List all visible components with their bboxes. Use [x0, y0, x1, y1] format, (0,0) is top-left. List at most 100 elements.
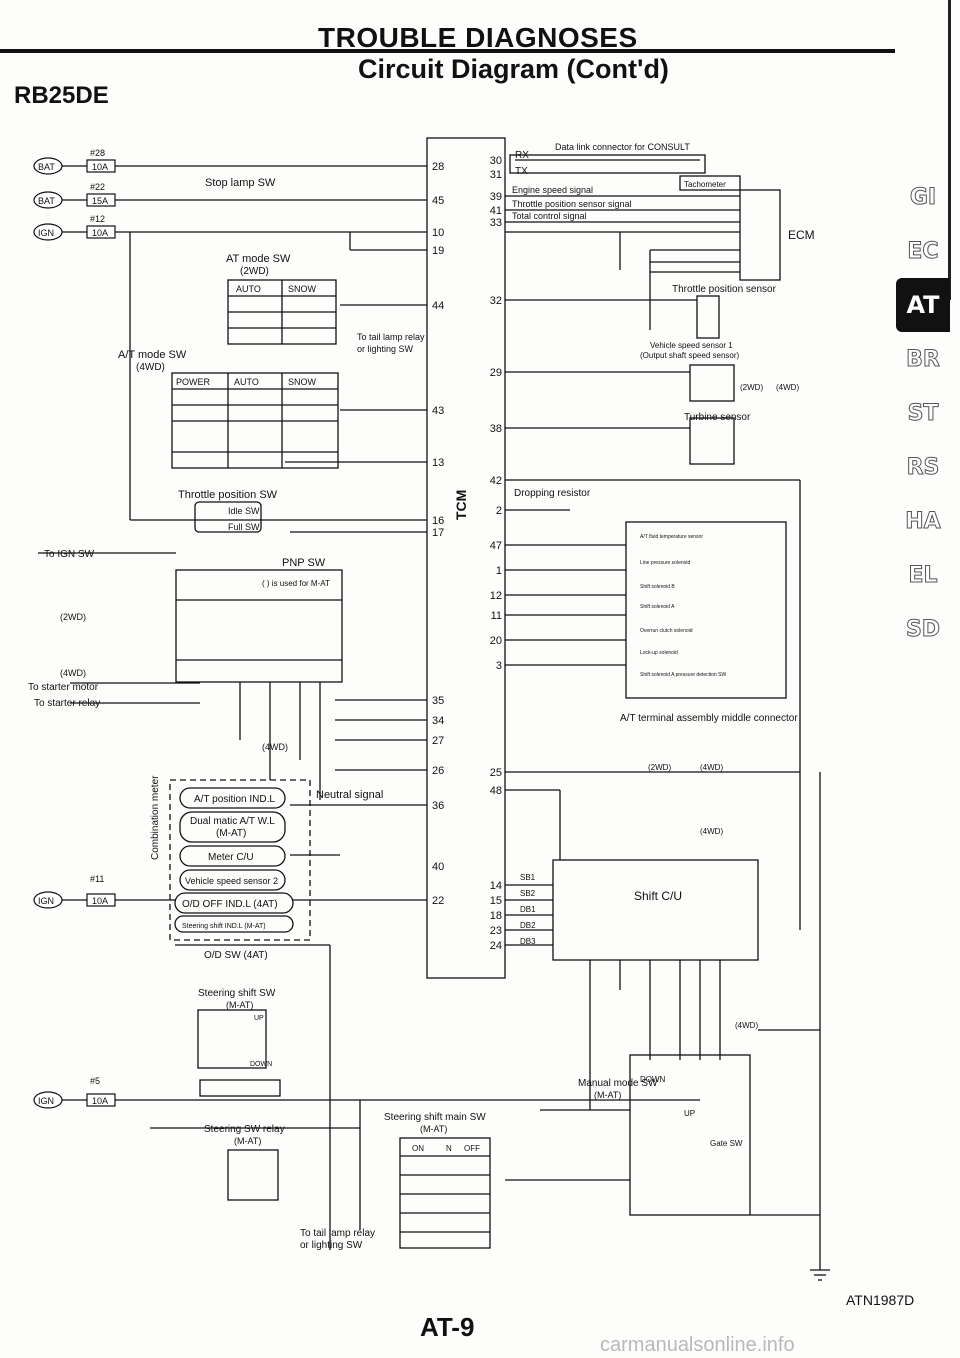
- or-lighting-label-1: or lighting SW: [357, 344, 414, 354]
- at-mode-sw-2wd-label: AT mode SW: [226, 253, 291, 265]
- terminal-2wd-label: (2WD): [648, 763, 671, 772]
- db1-label: DB1: [520, 905, 536, 914]
- ecm-label: ECM: [788, 228, 815, 242]
- down-label-manual: DOWN: [640, 1075, 666, 1084]
- terminal-assembly-label: A/T terminal assembly middle connector: [620, 713, 798, 724]
- sb2-label: SB2: [520, 889, 536, 898]
- steering-shift-sw-label: Steering shift SW: [198, 988, 276, 999]
- tcm-pins-right: 30 31 39 41 33 32 29 38 42 2 47 1 12 11 …: [490, 155, 502, 952]
- pin-right-2: 31: [490, 169, 502, 181]
- fuse12-label: #12: [90, 214, 105, 224]
- shift-sol-a-label: Shift solenoid A: [640, 604, 675, 610]
- throttle-sensor-label: Throttle position sensor: [672, 284, 777, 295]
- at-position-ind-label: A/T position IND.L: [194, 794, 275, 805]
- tab-ec[interactable]: EC: [907, 238, 939, 264]
- pin-right-15: 20: [490, 635, 502, 647]
- page-subtitle: Circuit Diagram (Cont'd): [358, 54, 669, 84]
- sb1-label: SB1: [520, 873, 536, 882]
- pin-right-21: 18: [490, 910, 502, 922]
- steering-sw-relay-label: Steering SW relay: [204, 1124, 285, 1135]
- fuse22-amp: 15A: [92, 196, 108, 206]
- tab-gi[interactable]: GI: [909, 184, 937, 210]
- pin-left-3: 10: [432, 227, 444, 239]
- pin-right-17: 25: [490, 767, 502, 779]
- tcm-label: TCM: [453, 490, 469, 520]
- fuse5-label: #5: [90, 1076, 100, 1086]
- figure-code: ATN1987D: [846, 1292, 915, 1308]
- tab-ha[interactable]: HA: [905, 508, 941, 534]
- model-label: RB25DE: [14, 82, 109, 109]
- dual-matic-label: Dual matic A/T W.L: [190, 816, 275, 827]
- pin-left-16: 22: [432, 895, 444, 907]
- down-label: DOWN: [250, 1061, 272, 1068]
- edge-rule: [948, 0, 951, 300]
- lockup-sol-label: Lock-up solenoid: [640, 650, 678, 656]
- od-sw-label: O/D SW (4AT): [204, 950, 268, 961]
- neutral-signal-label: Neutral signal: [316, 789, 383, 801]
- meter-cu-label: Meter C/U: [208, 852, 254, 863]
- shift-cu-label: Shift C/U: [634, 889, 682, 903]
- ign-label-2: IGN: [38, 896, 54, 906]
- pin-left-11: 34: [432, 715, 444, 727]
- pnp-4wd-label: (4WD): [60, 668, 86, 678]
- db3-label: DB3: [520, 937, 536, 946]
- page-number: AT-9: [420, 1312, 475, 1342]
- header-rule: [0, 49, 895, 53]
- to-starter-relay-label: To starter relay: [34, 698, 100, 709]
- pin-right-22: 23: [490, 925, 502, 937]
- steering-shift-main-sub: (M-AT): [420, 1124, 447, 1134]
- to-ign-sw-label: To IGN SW: [44, 549, 95, 560]
- power-label: POWER: [176, 377, 211, 387]
- pin-right-5: 33: [490, 217, 502, 229]
- tab-br[interactable]: BR: [906, 346, 941, 372]
- tab-rs[interactable]: RS: [906, 454, 940, 480]
- fuse11-label: #11: [90, 874, 104, 884]
- vss1-2wd-label: (2WD): [740, 383, 763, 392]
- pin-right-1: 30: [490, 155, 502, 167]
- up-label: UP: [254, 1015, 264, 1022]
- pin-right-14: 11: [491, 610, 502, 622]
- manual-mode-sw-label: Manual mode SW: [578, 1078, 658, 1089]
- section-tabs: GI EC AT BR ST RS HA EL SD: [896, 170, 950, 656]
- pin-right-12: 1: [496, 565, 502, 577]
- pin-left-4: 19: [432, 245, 444, 257]
- idle-sw-label: Idle SW: [228, 506, 260, 516]
- fuse28-label: #28: [90, 148, 105, 158]
- engine-speed-label: Engine speed signal: [512, 185, 593, 195]
- pin-left-15: 40: [432, 861, 444, 873]
- tachometer-label: Tachometer: [684, 180, 726, 189]
- pin-left-9: 17: [432, 527, 444, 539]
- to-starter-motor-label: To starter motor: [28, 682, 99, 693]
- pin-right-10: 2: [496, 505, 502, 517]
- up-label-manual: UP: [684, 1109, 695, 1118]
- tab-el[interactable]: EL: [908, 562, 938, 588]
- to-tail-lamp-label-1: To tail lamp relay: [357, 332, 425, 342]
- manual-mode-sub: (M-AT): [594, 1090, 621, 1100]
- pin-left-5: 44: [432, 300, 444, 312]
- at-mode-sw-4wd-label: A/T mode SW: [118, 349, 187, 361]
- vss1-label: Vehicle speed sensor 1: [650, 341, 733, 350]
- pin-right-16: 3: [496, 660, 502, 672]
- steering-shift-ind-label: Steering shift IND.L (M-AT): [182, 923, 266, 930]
- tcm-box: [426, 137, 506, 979]
- vss1-4wd-label: (4WD): [776, 383, 799, 392]
- at-mode-sw-4wd-sub: (4WD): [136, 362, 165, 373]
- tab-sd[interactable]: SD: [905, 616, 941, 642]
- vss1-sub: (Output shaft speed sensor): [640, 351, 740, 360]
- snow-label-4wd: SNOW: [288, 377, 317, 387]
- vehicle-speed-2-label: Vehicle speed sensor 2: [185, 876, 278, 886]
- pin-left-12: 27: [432, 735, 444, 747]
- pin-right-3: 39: [490, 191, 502, 203]
- fuse5-amp: 10A: [92, 1096, 108, 1106]
- steering-shift-sw-sub: (M-AT): [226, 1000, 253, 1010]
- tab-st[interactable]: ST: [907, 400, 939, 426]
- auto-label-2wd: AUTO: [236, 284, 261, 294]
- tab-at[interactable]: AT: [896, 278, 950, 332]
- pin-right-20: 15: [490, 895, 502, 907]
- pin-right-8: 38: [490, 423, 502, 435]
- pin-right-11: 47: [490, 540, 502, 552]
- db2-label: DB2: [520, 921, 536, 930]
- pin-left-10: 35: [432, 695, 444, 707]
- manual-4wd-label: (4WD): [735, 1021, 758, 1030]
